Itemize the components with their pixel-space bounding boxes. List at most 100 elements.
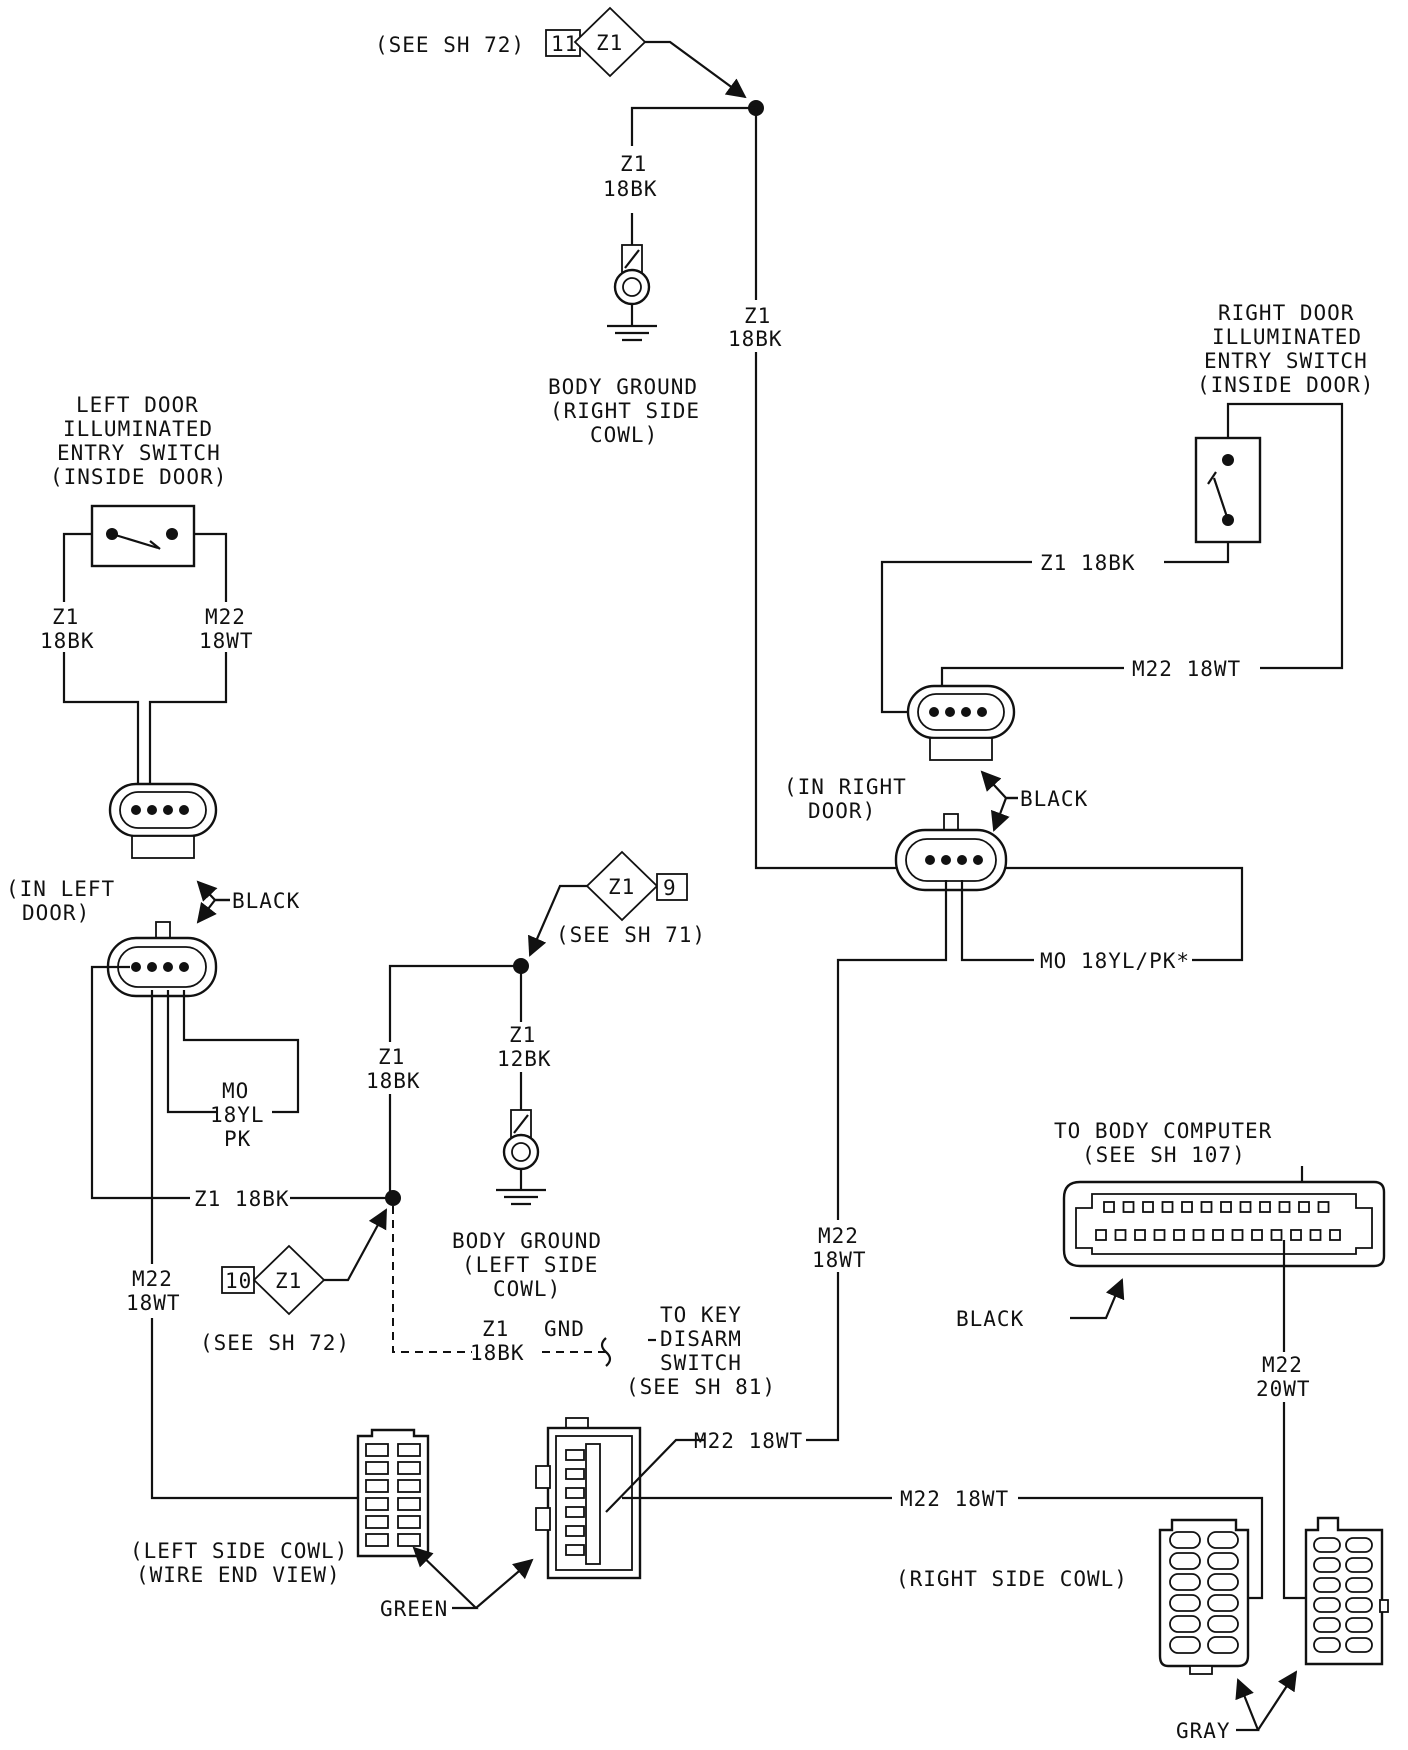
in-right-door-2: DOOR) [808, 799, 876, 823]
connector-cell [565, 1468, 585, 1480]
trunk-wire-b [754, 352, 922, 870]
gray-arrow-right [1257, 1670, 1298, 1731]
right-black-label: BLACK [1020, 787, 1088, 811]
connector-cell [1142, 1201, 1154, 1213]
connector-cell [365, 1533, 389, 1547]
connector-cell [1207, 1552, 1239, 1570]
connector-cell [365, 1479, 389, 1493]
key-disarm-label-2: DISARM [660, 1327, 742, 1351]
gray-label: GRAY [1176, 1719, 1231, 1743]
ground-right-label-2: (RIGHT SIDE [550, 399, 700, 423]
connector-cell [1345, 1617, 1373, 1633]
left-door-connector-lower [106, 921, 218, 998]
connector-cell [1239, 1201, 1252, 1213]
mo-left-label-3: PK [224, 1127, 251, 1151]
right-door-switch [1194, 436, 1262, 544]
right-black-arrow-down [990, 796, 1018, 832]
connector-cell [1207, 1594, 1239, 1612]
mid-z1-gauge: 18BK [366, 1069, 421, 1093]
left-cowl-connector-b-cells [565, 1449, 585, 1556]
right-sw-z1-label: Z1 18BK [1040, 551, 1136, 575]
ground-right-label-1: BODY GROUND [548, 375, 698, 399]
left-sw-z1-circuit: Z1 [52, 605, 79, 629]
right-switch-label-1: RIGHT DOOR [1218, 301, 1354, 325]
connector-cell [1313, 1537, 1341, 1553]
ground-right-label-3: COWL) [590, 423, 658, 447]
ref-9-arrow-wire [528, 884, 587, 957]
green-arrow-right [475, 1558, 534, 1609]
connector-cell [397, 1479, 421, 1493]
ground-right-wire-circuit: Z1 [620, 152, 647, 176]
in-right-door-1: (IN RIGHT [784, 775, 907, 799]
dash-gnd-wire-a [392, 1206, 472, 1353]
bc-black-label: BLACK [956, 1307, 1024, 1331]
right-m22-wire-b [806, 1272, 840, 1442]
connector-cell [1298, 1201, 1310, 1213]
right-door-connector-upper [906, 684, 1016, 761]
gnd-label: GND [544, 1317, 585, 1341]
connector-cell [365, 1461, 389, 1475]
connector-cell [1169, 1573, 1201, 1591]
connector-cell [365, 1497, 389, 1511]
right-m22-circuit: M22 [818, 1224, 859, 1248]
ground-right-symbol [607, 244, 657, 342]
right-mo-wire-b [960, 880, 1034, 962]
connector-cell [1313, 1557, 1341, 1573]
right-switch-label-2: ILLUMINATED [1212, 325, 1362, 349]
right-sw-m22-wire-a [1226, 402, 1344, 670]
connector-cell [397, 1443, 421, 1457]
key-disarm-label-3: SWITCH [660, 1351, 742, 1375]
connector-cell [1313, 1617, 1341, 1633]
trunk-gauge: 18BK [728, 327, 783, 351]
right-door-connector-lower [894, 813, 1008, 892]
connector-cell [565, 1544, 585, 1556]
connector-cell [1251, 1229, 1263, 1241]
connector-cell [1309, 1229, 1322, 1241]
connector-cell [1259, 1201, 1271, 1213]
left-switch-label-1: LEFT DOOR [76, 393, 199, 417]
connector-cell [365, 1515, 389, 1529]
m22-to-gray-label: M22 18WT [900, 1487, 1009, 1511]
right-m22-gauge: 18WT [812, 1248, 867, 1272]
ref-11-diamond [573, 6, 647, 78]
m22-green-conn-link [605, 1438, 704, 1513]
ground-left-label-2: (LEFT SIDE [462, 1253, 598, 1277]
left-black-arrow-up [196, 880, 230, 902]
left-m22-circuit: M22 [132, 1267, 173, 1291]
left-cowl-label-1: (LEFT SIDE COWL) [130, 1539, 348, 1563]
connector-cell [1212, 1229, 1224, 1241]
ground-left-label-3: COWL) [493, 1277, 561, 1301]
right-m22-wire-a [836, 880, 948, 1220]
ref-11-arrow-wire [645, 40, 747, 99]
wire-ground-right-a [630, 106, 756, 146]
left-m22-gauge: 18WT [126, 1291, 181, 1315]
ref-11-see-text: (SEE SH 72) [375, 33, 525, 57]
connector-cell [1313, 1577, 1341, 1593]
bc-m22-wire-b [1282, 1402, 1306, 1600]
connector-cell [1169, 1531, 1201, 1549]
right-sw-m22-label: M22 18WT [1132, 657, 1241, 681]
mo-left-label-1: MO [222, 1079, 249, 1103]
left-sw-m22-gauge: 18WT [199, 629, 254, 653]
left-sw-m22-wire-a [194, 532, 228, 602]
ref-10-see-text: (SEE SH 72) [200, 1331, 350, 1355]
left-black-label: BLACK [232, 889, 300, 913]
left-cowl-connector-a-cells [365, 1443, 421, 1547]
trunk-circuit: Z1 [744, 304, 771, 328]
connector-cell [365, 1443, 389, 1457]
ground-left-symbol [496, 1109, 546, 1206]
body-computer-label-1: TO BODY COMPUTER [1054, 1119, 1272, 1143]
ref-10-num: 10 [225, 1269, 252, 1293]
connector-cell [1134, 1229, 1146, 1241]
connector-cell [1207, 1615, 1239, 1633]
body-computer-pins [1095, 1201, 1341, 1241]
left-switch-label-3: ENTRY SWITCH [57, 441, 221, 465]
gl-wire-gauge: 12BK [497, 1047, 552, 1071]
splice-mid-bottom [385, 1190, 401, 1206]
green-label: GREEN [380, 1597, 448, 1621]
connector-cell [565, 1525, 585, 1537]
ref-9-circuit: Z1 [608, 875, 635, 899]
in-left-door-2: DOOR) [22, 901, 90, 925]
connector-cell [1161, 1201, 1174, 1213]
